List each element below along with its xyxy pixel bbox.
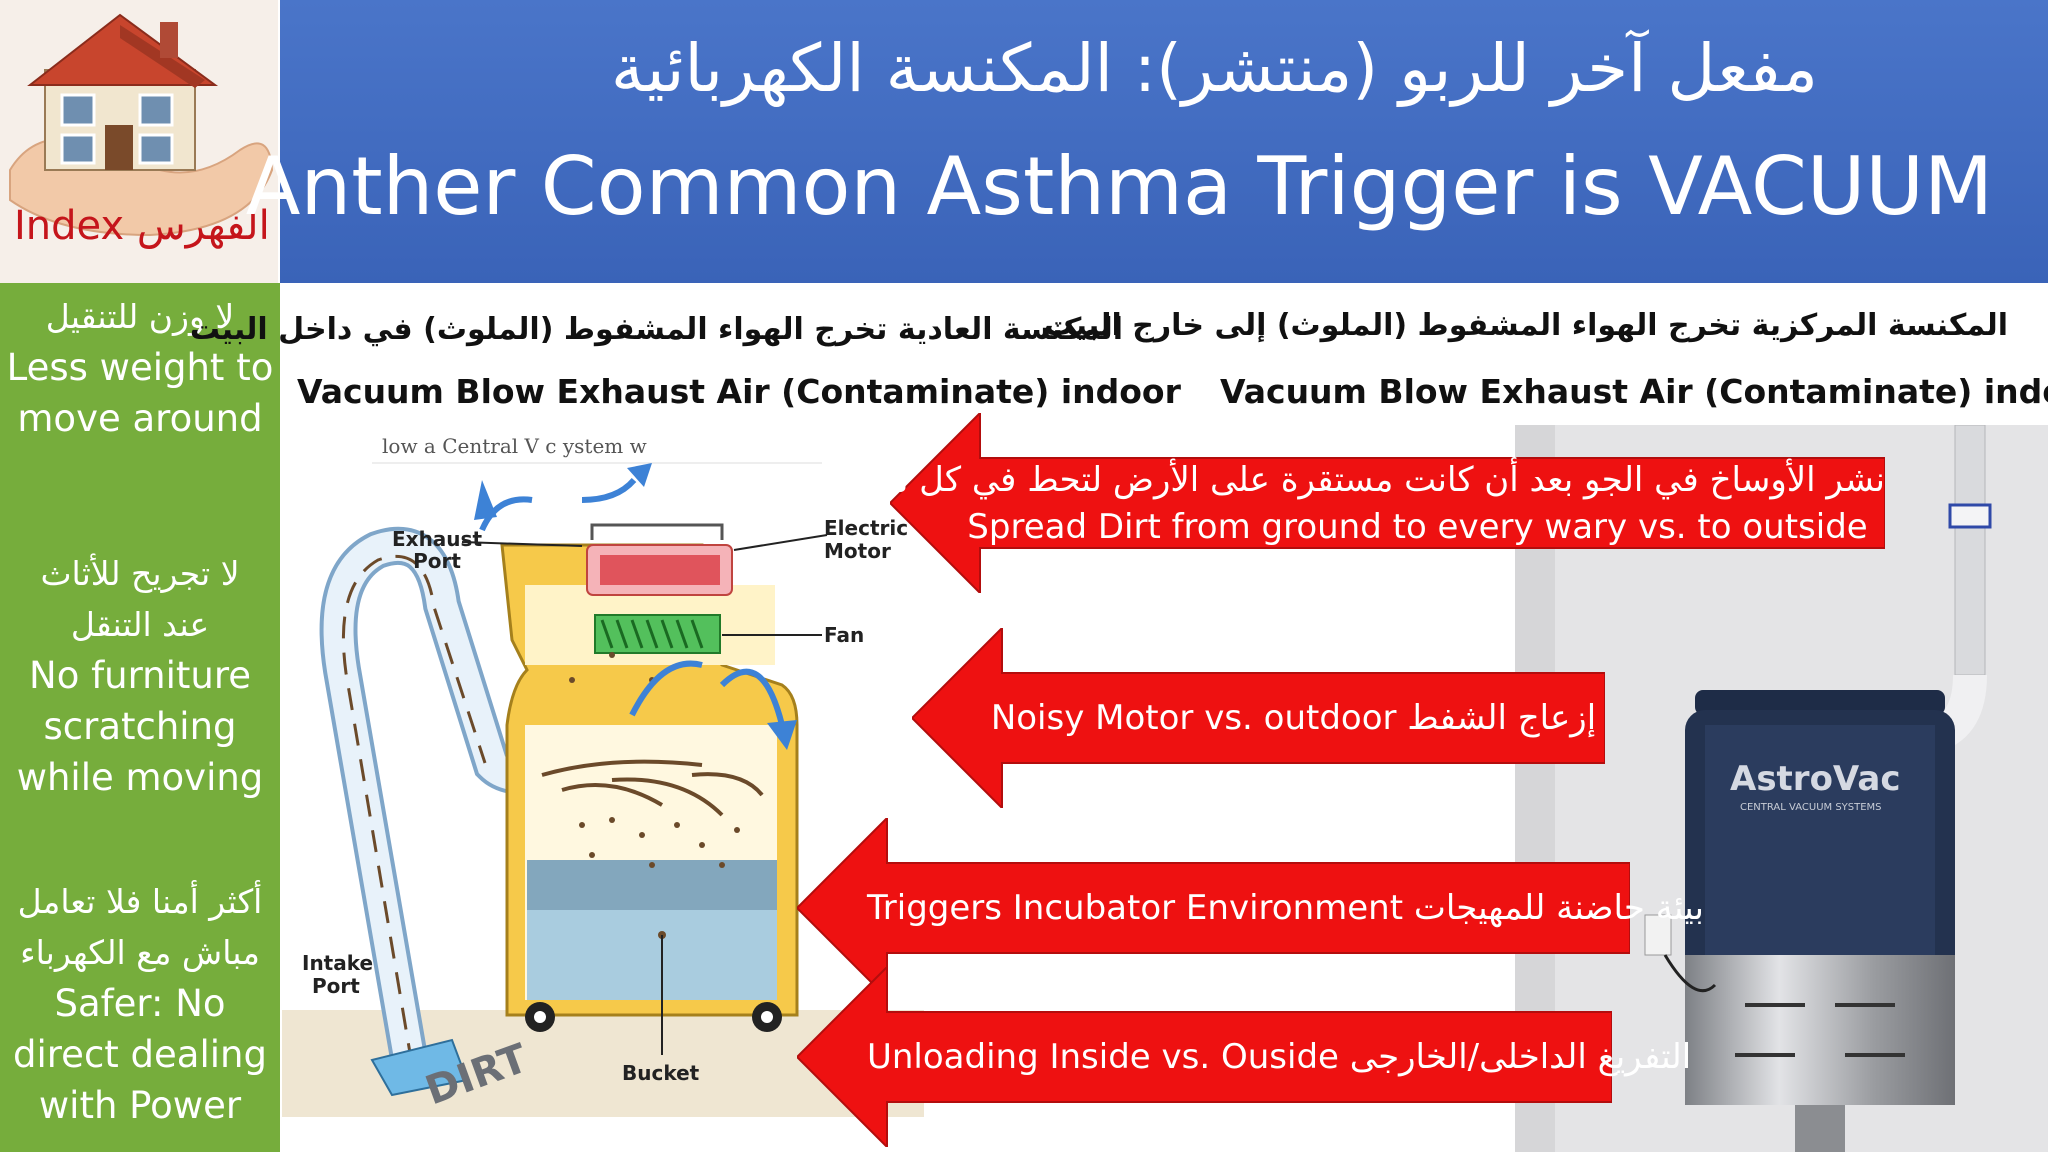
feature-english-line: scratching [43, 705, 237, 748]
feature-arabic: عند التنقل [70, 605, 210, 644]
feature-english-line: with Power [38, 1084, 242, 1127]
exhaust-air-arrow [479, 496, 533, 532]
electric-motor-label: Electric [824, 516, 908, 540]
arrow-text: Triggers Incubator Environment بيئة حاضن… [867, 888, 1704, 928]
feature-english-line: move around [17, 397, 263, 440]
fan-label: Fan [824, 623, 864, 647]
title-arabic: مفعل آخر للربو (منتشر): المكنسة الكهربائ… [610, 30, 1818, 107]
right-heading-english: Vacuum Blow Exhaust Air (Contaminate) in… [1220, 372, 2048, 411]
feature-arabic: مباش مع الكهرباء [20, 933, 260, 972]
title-english: Anther Common Asthma Trigger is VACUUM [245, 140, 1993, 233]
electric-motor-label: Motor [824, 539, 891, 563]
arrow-noisy-motor: Noisy Motor vs. outdoor إزعاج الشفط [912, 628, 1605, 808]
feature-arabic: لا وزن للتنقيل [45, 297, 235, 336]
astrovac-subtitle: CENTRAL VACUUM SYSTEMS [1740, 802, 1882, 813]
feature-safer: أكثر أمنا فلا تعامل مباش مع الكهرباء Saf… [0, 876, 280, 1131]
feature-english-line: direct dealing [13, 1033, 267, 1076]
bucket-label: Bucket [622, 1061, 700, 1085]
feature-sidebar: لا وزن للتنقيل Less weight to move aroun… [0, 283, 280, 1152]
left-heading-arabic: المكنسة العادية تخرج الهواء المشفوط (الم… [189, 312, 1123, 347]
feature-no-scratching: لا تجريح للأثاث عند التنقل No furniture … [0, 548, 280, 803]
arrow-incubator: Triggers Incubator Environment بيئة حاضن… [797, 818, 1704, 998]
exhaust-port-label: Exhaust [392, 527, 482, 551]
right-heading-arabic: المكنسة المركزية تخرج الهواء المشفوط (ال… [1044, 308, 2008, 343]
diagram-caption: low a Central V c ystem w [382, 434, 647, 458]
vacuum-diagram: low a Central V c ystem w [282, 425, 924, 1117]
arrow-text-english: Spread Dirt from ground to every wary vs… [967, 507, 1868, 547]
intake-port-label: Port [312, 974, 360, 998]
left-heading-english: Vacuum Blow Exhaust Air (Contaminate) in… [297, 372, 1181, 411]
exhaust-port-label: Port [413, 549, 461, 573]
feature-english-line: Safer: No [54, 982, 226, 1025]
feature-arabic: لا تجريح للأثاث [40, 554, 240, 593]
feature-english-line: Less weight to [6, 346, 274, 389]
intake-port-label: Intake [302, 951, 373, 975]
house-in-hands-icon [9, 13, 274, 237]
astrovac-brand: AstroVac [1730, 759, 1900, 799]
arrow-text-arabic: نشر الأوساخ في الجو بعد أن كانت مستقرة ع… [835, 460, 1885, 500]
title-banner: مفعل آخر للربو (منتشر): المكنسة الكهربائ… [246, 0, 2048, 283]
arrow-unloading: Unloading Inside vs. Ouside التفريغ الدا… [797, 967, 1692, 1147]
feature-arabic: أكثر أمنا فلا تعامل [17, 882, 263, 921]
index-link[interactable]: Index الفهرس [14, 203, 270, 249]
arrow-spread-dirt: نشر الأوساخ في الجو بعد أن كانت مستقرة ع… [835, 413, 1885, 593]
arrow-text: Noisy Motor vs. outdoor إزعاج الشفط [990, 698, 1597, 738]
feature-english-line: while moving [16, 756, 264, 799]
feature-english-line: No furniture [29, 654, 251, 697]
house-logo-panel: Index الفهرس [0, 0, 278, 283]
arrow-text: Unloading Inside vs. Ouside التفريغ الدا… [867, 1037, 1692, 1077]
feature-less-weight: لا وزن للتنقيل Less weight to move aroun… [0, 291, 280, 444]
